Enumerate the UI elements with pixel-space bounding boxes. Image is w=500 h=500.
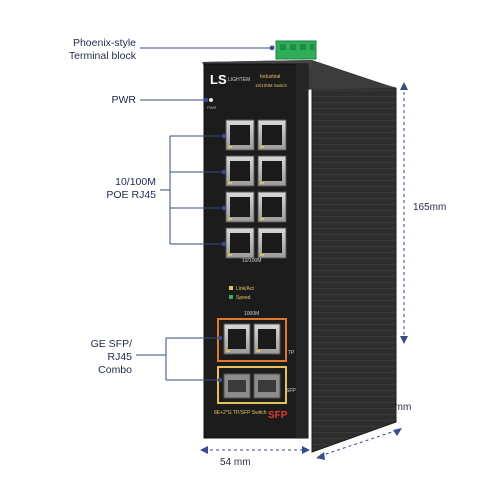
rj45-port-5-led	[228, 218, 232, 220]
width-dimension-label: 54 mm	[220, 457, 251, 468]
footer-model-text: 8E+2*G TP/SFP Switch	[214, 410, 267, 416]
uplink-speed-label: 1000M	[244, 311, 259, 317]
rj45-port-5-socket	[230, 197, 250, 217]
rj45-callout-line1: 10/100M	[115, 176, 156, 188]
sfp-ports	[223, 373, 281, 399]
combo-callout-line1: GE SFP/	[90, 338, 132, 350]
switch-side-body	[311, 67, 397, 453]
pwr-callout: PWR	[90, 94, 137, 107]
rj45-port-8-socket	[262, 233, 282, 253]
terminal-callout-line2: Terminal block	[68, 50, 136, 62]
sfp-label: SFP	[286, 388, 296, 394]
rj45-port-4-led	[260, 182, 264, 184]
rj45-port-3-socket	[230, 161, 250, 181]
rj45-port-3-led	[228, 182, 232, 184]
rj45-port-1-led	[228, 146, 232, 148]
uplink-tp-port-2-socket	[258, 329, 276, 349]
uplink-tp-ports	[223, 323, 281, 355]
rj45-port-7-led	[228, 254, 232, 256]
rj45-callout: 10/100M POE RJ45	[60, 176, 156, 202]
terminal-callout-line1: Phoenix-style	[72, 37, 136, 49]
rj45-port-4-socket	[262, 161, 282, 181]
uplink-tp-port-1-led	[226, 350, 230, 352]
rj45-callout-line2: POE RJ45	[106, 189, 156, 201]
terminal-block	[270, 40, 317, 60]
panel-pwr-label: PWR	[207, 105, 216, 110]
rj45-port-1-socket	[230, 125, 250, 145]
front-panel	[203, 63, 309, 439]
uplink-port-frame	[217, 318, 287, 362]
rj45-port-8-led	[260, 254, 264, 256]
rj45-port-group	[225, 119, 287, 259]
dimension-arrows	[204, 86, 405, 457]
terminal-block-callout: Phoenix-style Terminal block	[40, 37, 136, 63]
pwr-led	[209, 98, 213, 102]
rj45-port-7-socket	[230, 233, 250, 253]
combo-callout-line2: RJ45	[107, 351, 132, 363]
brand-text: LS	[210, 72, 227, 87]
pwr-callout-text: PWR	[111, 94, 137, 106]
callout-lines	[136, 45, 275, 383]
link-act-label: Link/Act	[236, 286, 254, 292]
uplink-tp-port-1-socket	[228, 329, 246, 349]
tp-label: TP	[288, 350, 295, 356]
sfp-frame	[217, 366, 287, 404]
rj45-port-2-socket	[262, 125, 282, 145]
port-group-label: 10/100M	[242, 258, 261, 264]
device-title-line1: Industrial	[260, 74, 280, 80]
combo-callout: GE SFP/ RJ45 Combo	[70, 338, 132, 377]
rj45-port-6-led	[260, 218, 264, 220]
speed-label: Speed	[236, 295, 251, 301]
rj45-port-2-led	[260, 146, 264, 148]
uplink-tp-port-2-led	[256, 350, 260, 352]
brand-subtext: LIGHTEM	[228, 77, 250, 83]
footer-sfp-brand: SFP	[268, 410, 288, 421]
height-dimension-label: 165mm	[413, 202, 447, 213]
combo-callout-line3: Combo	[98, 364, 132, 376]
device-title-line2: 10/100M Switch	[255, 83, 288, 88]
brand-logo: LS LIGHTEM Industrial 10/100M Switch	[210, 72, 288, 88]
rj45-port-6-socket	[262, 197, 282, 217]
